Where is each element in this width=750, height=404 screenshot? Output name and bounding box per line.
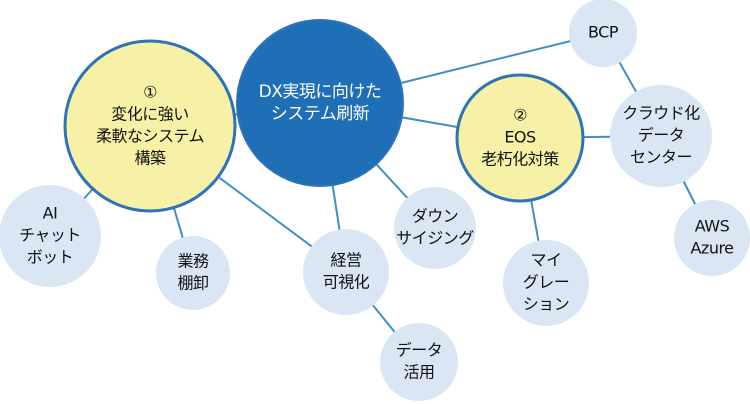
node-cloud-circle [610, 85, 712, 187]
node-eos-label-line: EOS [504, 128, 536, 147]
node-keiei-label-line: 可視化 [323, 273, 370, 292]
node-aws-label-line: AWS [695, 217, 730, 236]
node-gyomu-circle [156, 236, 230, 310]
node-aws-label-line: Azure [690, 239, 733, 258]
node-ai-circle [0, 185, 101, 287]
node-bcp-label-line: BCP [588, 23, 619, 42]
node-cloud-label-line: データ [638, 126, 685, 145]
node-data-label-line: データ [396, 341, 443, 360]
node-downsizing-label-line: サイジング [396, 229, 474, 248]
node-migration-label-line: グレー [523, 273, 570, 292]
node-eos-label-line: 老朽化対策 [481, 150, 559, 169]
node-ai-label-line: ボット [27, 248, 74, 267]
node-bcp: BCP [569, 0, 637, 67]
node-eos-label-line: ② [513, 106, 527, 125]
node-gyomu-label-line: 棚卸 [177, 274, 208, 293]
node-downsizing-circle [394, 187, 476, 269]
node-data-circle [380, 323, 458, 401]
node-downsizing-label-line: ダウン [412, 207, 459, 226]
node-flexible-circle [63, 39, 237, 213]
node-keiei-circle [303, 229, 389, 315]
node-ai-label-line: AI [43, 204, 58, 223]
node-center-circle [236, 19, 404, 187]
node-flexible-label-line: 変化に強い [111, 105, 189, 124]
node-bcp-circle [569, 0, 637, 67]
node-eos-circle [455, 73, 585, 203]
node-cloud-label-line: センター [630, 148, 692, 167]
node-flexible-label-line: ① [143, 83, 157, 102]
node-migration-circle [503, 240, 589, 326]
node-cloud-label-line: クラウド化 [622, 104, 700, 123]
node-ai-label-line: チャット [19, 226, 81, 245]
node-eos: ② EOS 老朽化対策 [455, 73, 585, 203]
node-flexible-label-line: 柔軟なシステム [96, 127, 204, 146]
node-keiei-label-line: 経営 [330, 251, 361, 270]
node-gyomu-label-line: 業務 [177, 252, 209, 271]
node-migration-label-line: ション [523, 295, 570, 314]
node-data-label-line: 活用 [403, 363, 434, 382]
node-aws-circle [674, 200, 750, 276]
node-migration-label-line: マイ [530, 251, 561, 270]
node-aws: AWS Azure [674, 200, 750, 276]
node-center-label-line: DX実現に向けた [259, 82, 382, 102]
node-flexible-label-line: 構築 [134, 149, 166, 168]
node-center-label-line: システム刷新 [271, 104, 370, 124]
